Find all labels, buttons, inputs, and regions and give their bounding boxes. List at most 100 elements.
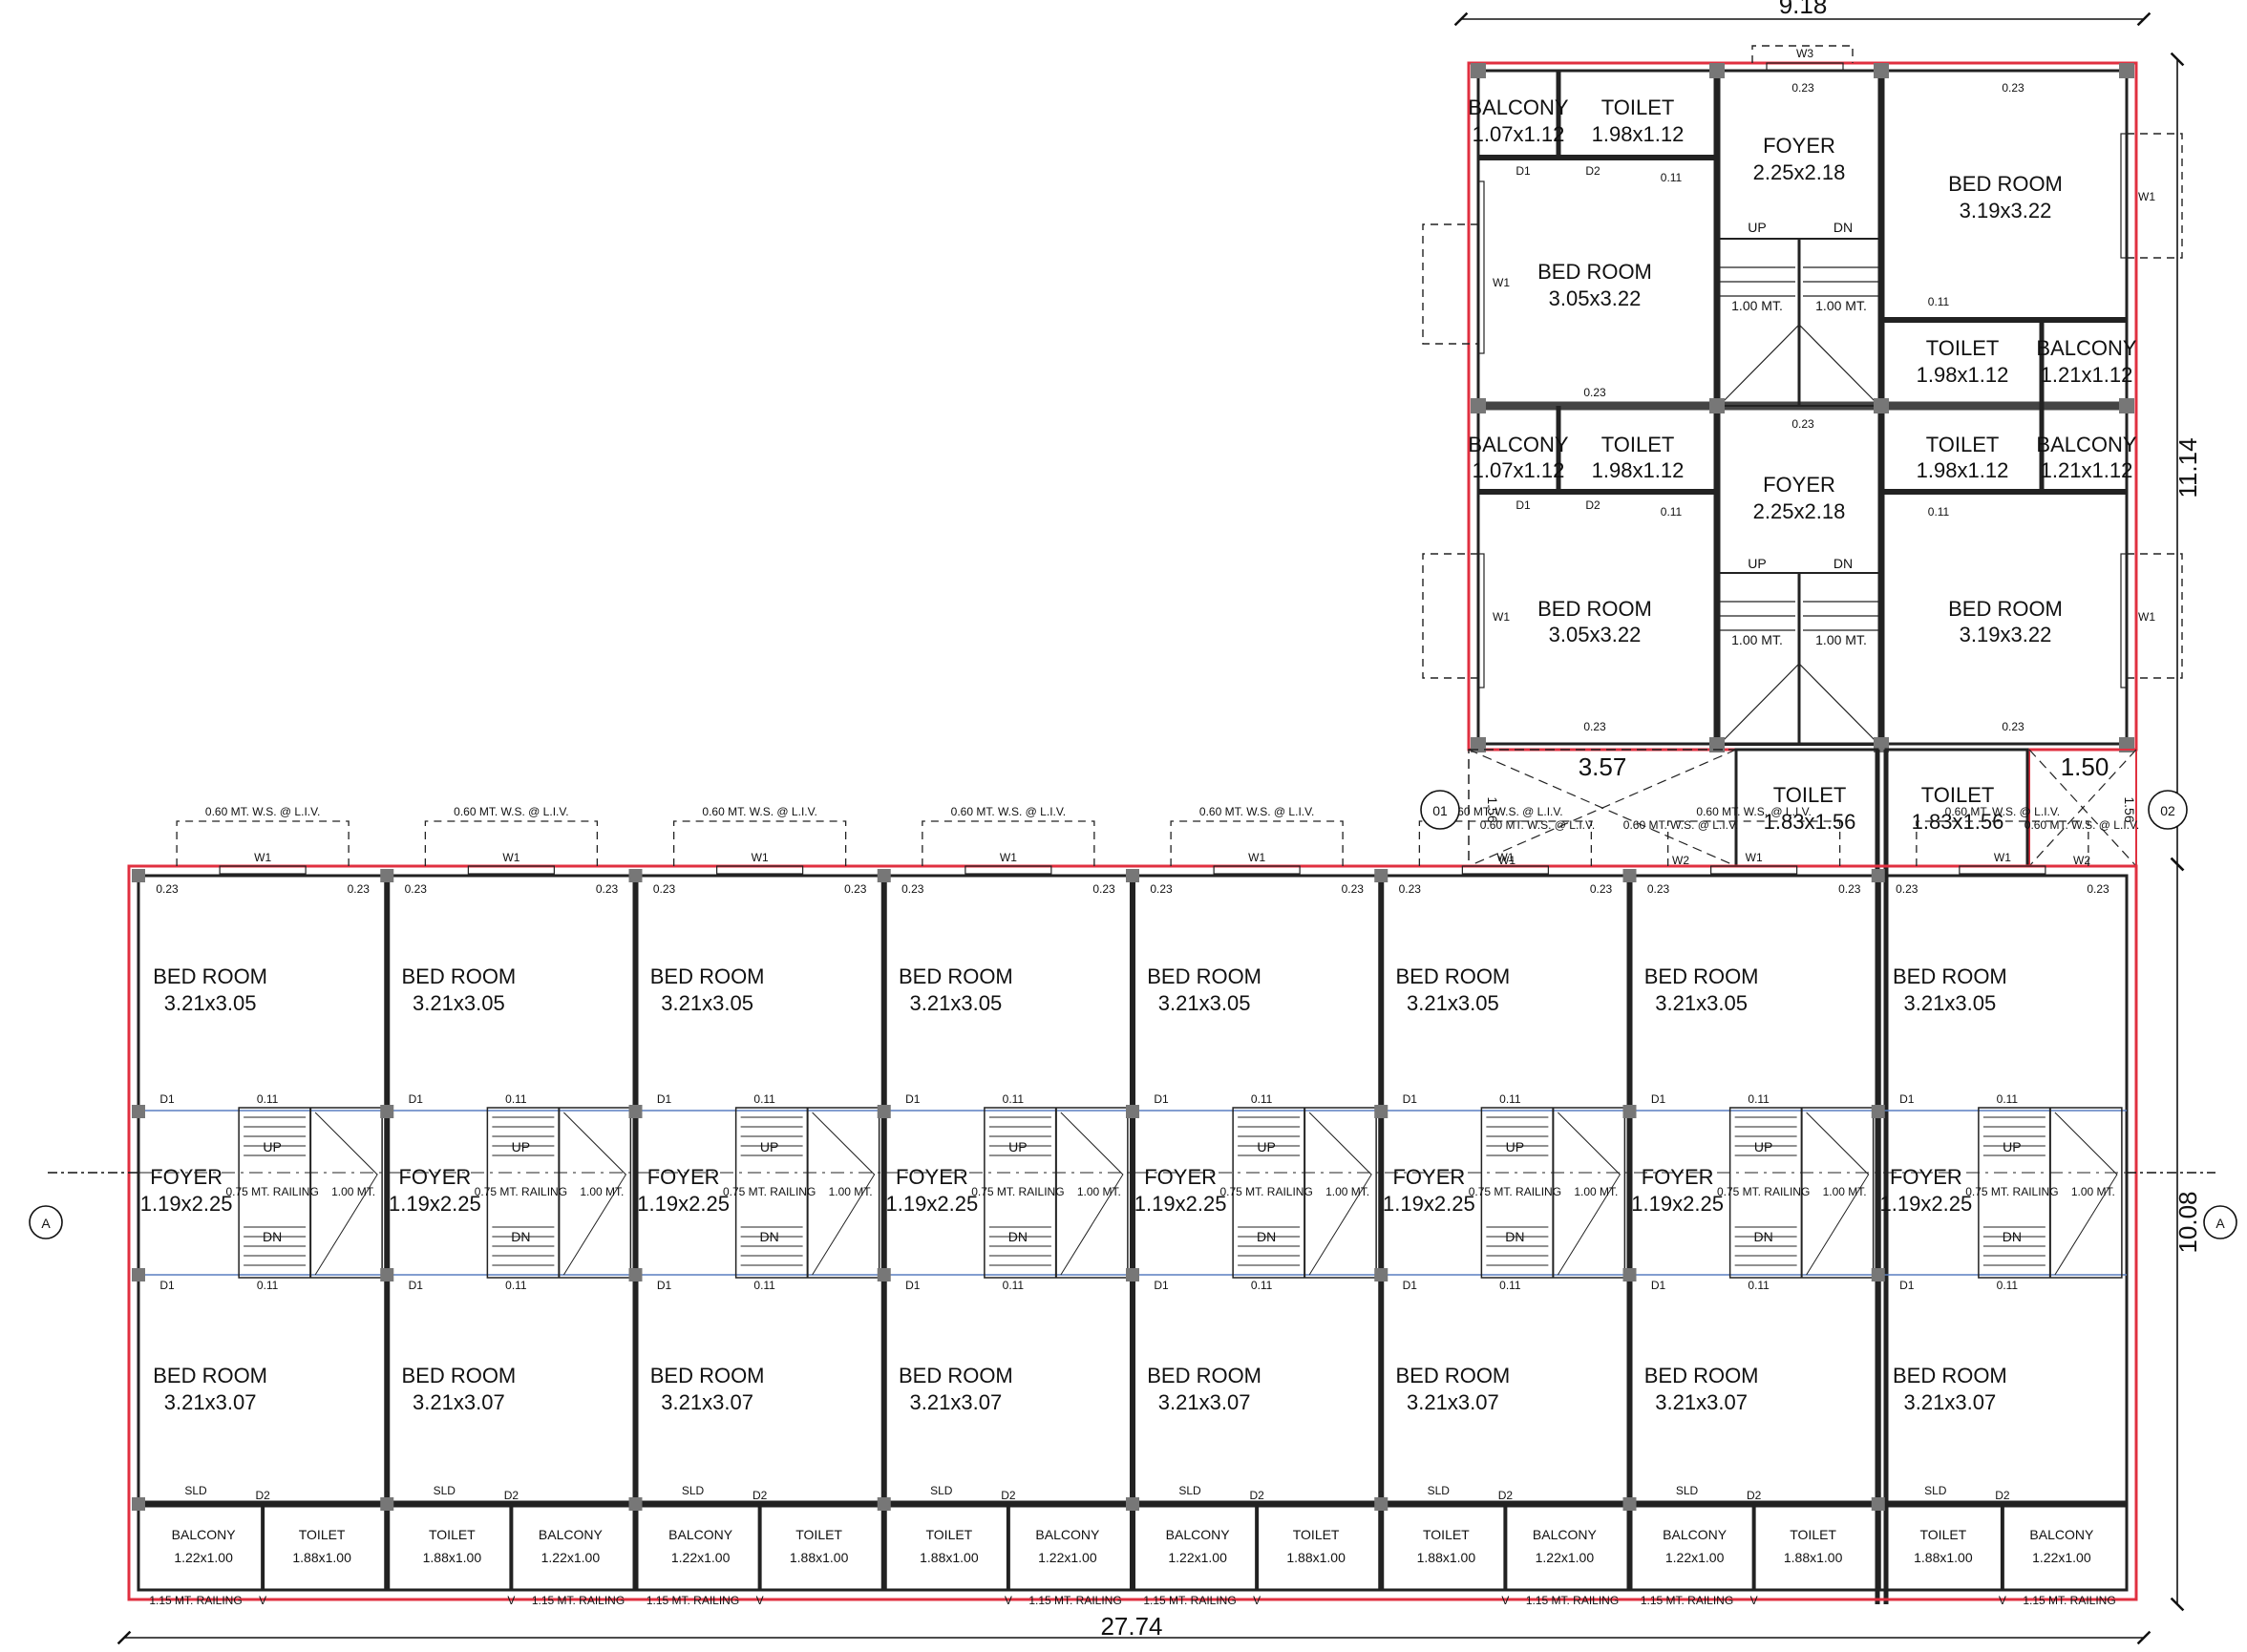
unit-2-t011-a: 0.11 <box>505 1092 527 1106</box>
unit-6-bed-top-size: 3.21x3.05 <box>1407 991 1499 1015</box>
upper-t011-b: 0.11 <box>1928 295 1950 308</box>
column <box>1374 1268 1388 1281</box>
unit-2-t023-a: 0.23 <box>405 882 428 896</box>
unit-2-toilet-size: 1.88x1.00 <box>423 1550 482 1565</box>
unit-8-stair-railing: 0.75 MT. RAILING <box>1965 1185 2058 1198</box>
unit-5-bed-bottom-size: 3.21x3.07 <box>1158 1390 1251 1414</box>
grid-02-label: 02 <box>2160 803 2175 818</box>
gap-toilet-l-name: TOILET <box>1773 783 1847 807</box>
unit-1-t011-a: 0.11 <box>257 1092 279 1106</box>
unit-6-stair-width: 1.00 MT. <box>1574 1185 1618 1198</box>
unit-8-t023-a: 0.23 <box>1896 882 1918 896</box>
unit-7-t023-a: 0.23 <box>1647 882 1670 896</box>
unit-4-bed-bottom-name: BED ROOM <box>899 1364 1013 1387</box>
lower-unit-7 <box>1622 820 1875 1590</box>
unit-1-stair-width: 1.00 MT. <box>331 1185 375 1198</box>
unit-1-stair-dn: DN <box>263 1229 282 1244</box>
column <box>1126 1105 1139 1118</box>
upper2-d1: D1 <box>1516 498 1531 512</box>
unit-3-stair-dn: DN <box>760 1229 779 1244</box>
lower-block-red-outline <box>127 864 2138 1601</box>
column <box>1126 869 1139 882</box>
column <box>1871 1497 1885 1511</box>
unit-8-sill-note: 0.60 MT. W.S. @ L.I.V. <box>1945 805 2060 818</box>
upper2-bed-r-name: BED ROOM <box>1948 597 2063 621</box>
column <box>1871 1268 1885 1281</box>
column <box>877 1105 891 1118</box>
unit-4-bed-top-size: 3.21x3.05 <box>910 991 1003 1015</box>
unit-5-sld: SLD <box>1178 1484 1201 1497</box>
unit-1-sld: SLD <box>184 1484 207 1497</box>
unit-5-v: V <box>1253 1594 1261 1607</box>
unit-3-t011-b: 0.11 <box>753 1279 775 1292</box>
dim-gap-small-l: 1.56 <box>1485 796 1500 822</box>
unit-3-sld: SLD <box>682 1484 705 1497</box>
unit-8-stair-dn: DN <box>2003 1229 2022 1244</box>
upper2-balcony-r-size: 1.21x1.12 <box>2041 458 2133 482</box>
upper-stair-up: UP <box>1748 220 1766 235</box>
upper-balcony-r-size: 1.21x1.12 <box>2041 363 2133 387</box>
unit-2-balcony-size: 1.22x1.00 <box>541 1550 601 1565</box>
unit-8-d1-top: D1 <box>1899 1092 1915 1106</box>
column <box>132 1105 145 1118</box>
unit-1-toilet-size: 1.88x1.00 <box>292 1550 351 1565</box>
unit-6-t023-b: 0.23 <box>1590 882 1613 896</box>
unit-2-foyer-name: FOYER <box>398 1165 471 1189</box>
section-marker-a-right: A <box>2203 1205 2237 1239</box>
unit-8-bed-top-name: BED ROOM <box>1893 964 2007 988</box>
unit-5-w1: W1 <box>1248 851 1265 864</box>
unit-1-w1: W1 <box>254 851 271 864</box>
upper-t023-a: 0.23 <box>1791 81 1814 95</box>
unit-5-stair-dn: DN <box>1257 1229 1276 1244</box>
upper-w1-r: W1 <box>2138 190 2155 203</box>
gap-w2-r: W2 <box>2073 854 2090 867</box>
unit-3-w1: W1 <box>752 851 769 864</box>
upper-toilet-r-name: TOILET <box>1926 336 2000 360</box>
column <box>1871 869 1885 882</box>
unit-7-stair-width: 1.00 MT. <box>1823 1185 1867 1198</box>
upper-d1: D1 <box>1516 164 1531 178</box>
lower-unit-8 <box>1871 820 2123 1590</box>
upper2-t011-b: 0.11 <box>1928 505 1950 519</box>
dim-gap-left: 3.57 <box>1579 752 1627 781</box>
unit-1-sill-note: 0.60 MT. W.S. @ L.I.V. <box>205 805 320 818</box>
column <box>1374 869 1388 882</box>
unit-8-foyer-size: 1.19x2.25 <box>1880 1192 1973 1216</box>
unit-2-t011-b: 0.11 <box>505 1279 527 1292</box>
unit-6-t011-b: 0.11 <box>1499 1279 1521 1292</box>
unit-3-railing: 1.15 MT. RAILING <box>647 1594 739 1607</box>
upper-bed-l-name: BED ROOM <box>1537 260 1652 284</box>
lower-unit-1 <box>132 820 383 1590</box>
section-a-right-label: A <box>2215 1216 2225 1231</box>
unit-3-balcony-name: BALCONY <box>668 1527 733 1542</box>
column <box>380 1497 394 1511</box>
dim-right-upper: 11.14 <box>2173 437 2202 498</box>
gap-w2-l: W2 <box>1672 854 1689 867</box>
upper2-t011-a: 0.11 <box>1661 505 1683 519</box>
dim-gap-small-r: 1.56 <box>2122 796 2137 822</box>
unit-3-bed-bottom-name: BED ROOM <box>650 1364 765 1387</box>
unit-3-sill-note: 0.60 MT. W.S. @ L.I.V. <box>702 805 816 818</box>
unit-6-stair-dn: DN <box>1505 1229 1524 1244</box>
unit-7-sill-note: 0.60 MT. W.S. @ L.I.V. <box>1696 805 1811 818</box>
unit-4-v: V <box>1005 1594 1012 1607</box>
unit-8-balcony-size: 1.22x1.00 <box>2032 1550 2091 1565</box>
unit-2-bed-top-name: BED ROOM <box>401 964 516 988</box>
unit-6-t023-a: 0.23 <box>1399 882 1422 896</box>
unit-3-stair-railing: 0.75 MT. RAILING <box>723 1185 816 1198</box>
unit-8-balcony-name: BALCONY <box>2029 1527 2094 1542</box>
unit-3-balcony-size: 1.22x1.00 <box>671 1550 731 1565</box>
unit-5-balcony-size: 1.22x1.00 <box>1168 1550 1227 1565</box>
unit-6-sld: SLD <box>1428 1484 1451 1497</box>
unit-6-w1: W1 <box>1496 851 1514 864</box>
lower-unit-3 <box>628 820 880 1590</box>
upper2-t023-a: 0.23 <box>1791 417 1814 431</box>
unit-1-t023-a: 0.23 <box>156 882 179 896</box>
dim-top: 9.18 <box>1779 0 1828 19</box>
upper-w1-l: W1 <box>1493 276 1510 289</box>
upper2-toilet-l-size: 1.98x1.12 <box>1592 458 1685 482</box>
unit-3-bed-top-size: 3.21x3.05 <box>661 991 753 1015</box>
unit-7-foyer-name: FOYER <box>1642 1165 1714 1189</box>
column <box>628 1497 643 1511</box>
upper2-w1-r: W1 <box>2138 610 2155 624</box>
